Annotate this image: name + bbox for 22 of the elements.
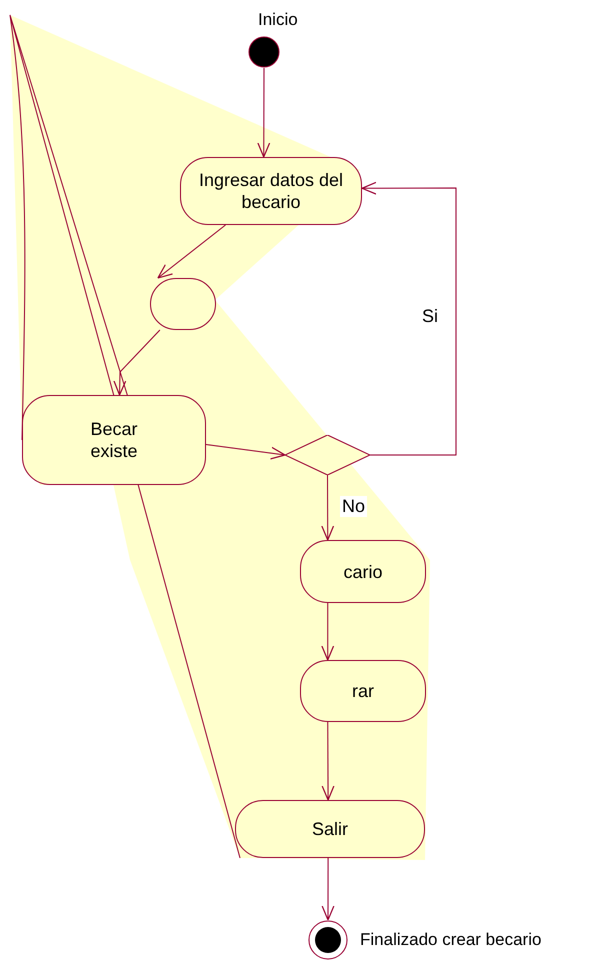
activity-label: rar	[352, 680, 374, 702]
edge-label: No	[340, 496, 368, 517]
node-caption: Inicio	[258, 10, 298, 30]
activity-label: Salir	[312, 818, 348, 840]
flow-arrow	[206, 444, 286, 460]
node-caption: Finalizado crear becario	[360, 930, 542, 950]
flow-arrow	[322, 722, 334, 801]
flow-arrow	[113, 330, 160, 396]
activity-box	[300, 540, 426, 603]
flow-arrow	[322, 858, 334, 921]
flow-arrow	[361, 182, 456, 456]
flow-arrow	[321, 602, 334, 661]
activity-box	[235, 800, 425, 858]
flow-arrow	[321, 474, 334, 541]
activity-label: cario	[343, 560, 382, 582]
activity-box	[300, 660, 426, 722]
activity-label: Becar existe	[89, 418, 139, 462]
flow-arrow	[257, 68, 270, 158]
activity-label: Ingresar datos del becario	[198, 169, 344, 213]
activity-box	[22, 395, 206, 485]
flow-arrow	[157, 224, 226, 279]
activity-box	[180, 157, 362, 225]
